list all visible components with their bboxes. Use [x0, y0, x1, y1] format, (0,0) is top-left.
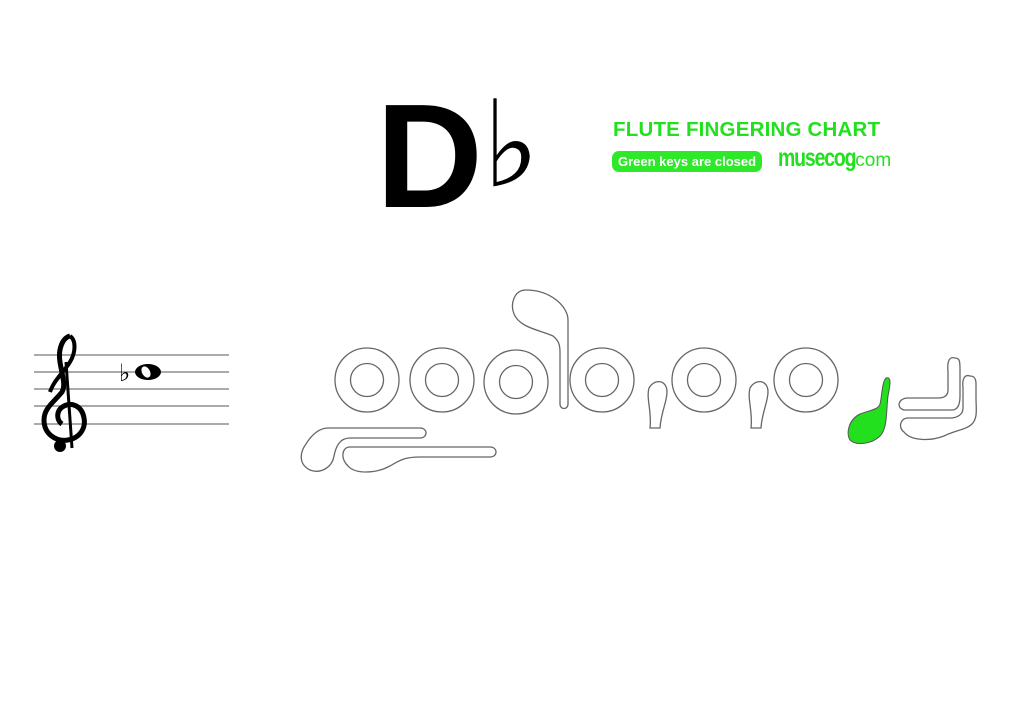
whole-note-icon — [135, 364, 161, 380]
thumb-b-key — [342, 446, 497, 473]
staff-flat-icon: ♭ — [119, 359, 130, 387]
treble-clef-icon — [41, 333, 87, 452]
brand-name: musecog — [778, 144, 857, 172]
note-letter: D — [376, 74, 483, 239]
brand-logo: musecog.com — [778, 144, 891, 173]
legend-badge: Green keys are closed — [612, 151, 763, 172]
right-ring-ring-key — [773, 347, 839, 413]
trill-key-2 — [748, 381, 769, 429]
d-sharp-key — [847, 377, 891, 444]
note-title: D ♭ — [376, 74, 540, 239]
flat-icon: ♭ — [482, 76, 540, 215]
right-index-ring-key — [569, 347, 635, 413]
trill-key-1 — [647, 381, 668, 429]
chart-title: FLUTE FINGERING CHART — [613, 118, 881, 141]
right-middle-ring-key — [671, 347, 737, 413]
c-footjoint-key — [899, 374, 977, 441]
brand-tld: .com — [850, 150, 892, 171]
thumb-b-flat-key — [300, 427, 427, 472]
left-index-ring-key — [334, 347, 400, 413]
c-sharp-footjoint-key — [898, 356, 961, 411]
left-middle-ring-key — [409, 347, 475, 413]
trill-lever-key — [511, 289, 569, 410]
left-ring-ring-key — [483, 349, 549, 415]
